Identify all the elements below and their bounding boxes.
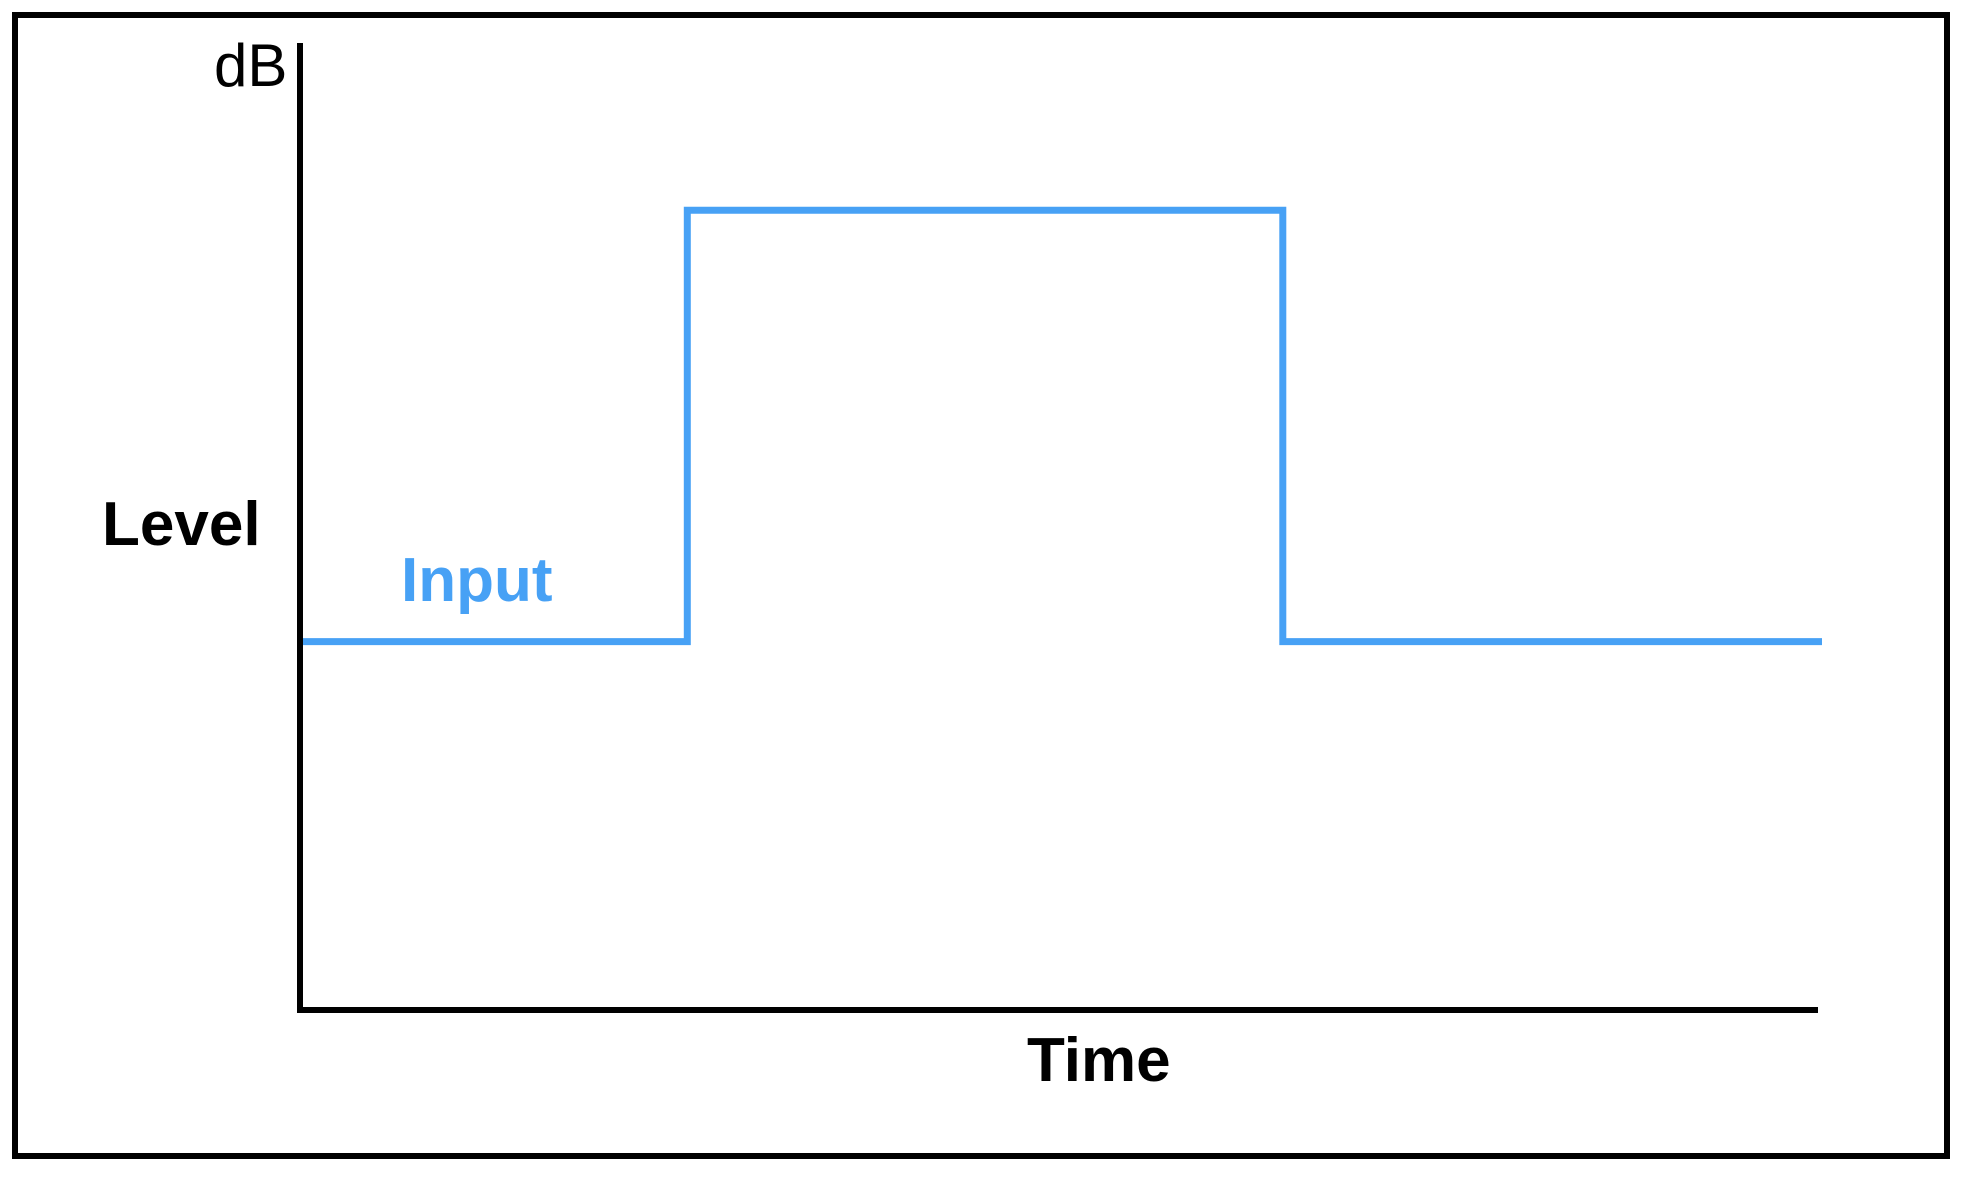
input-signal-line bbox=[303, 206, 1822, 646]
y-axis-unit-label: dB bbox=[214, 32, 288, 99]
figure-border bbox=[12, 12, 1950, 1159]
series-label-input: Input bbox=[401, 546, 553, 615]
x-axis-line bbox=[297, 1007, 1818, 1013]
y-axis-title: Level bbox=[102, 490, 261, 559]
x-axis-title: Time bbox=[1027, 1026, 1171, 1095]
y-axis-line bbox=[297, 43, 303, 1013]
